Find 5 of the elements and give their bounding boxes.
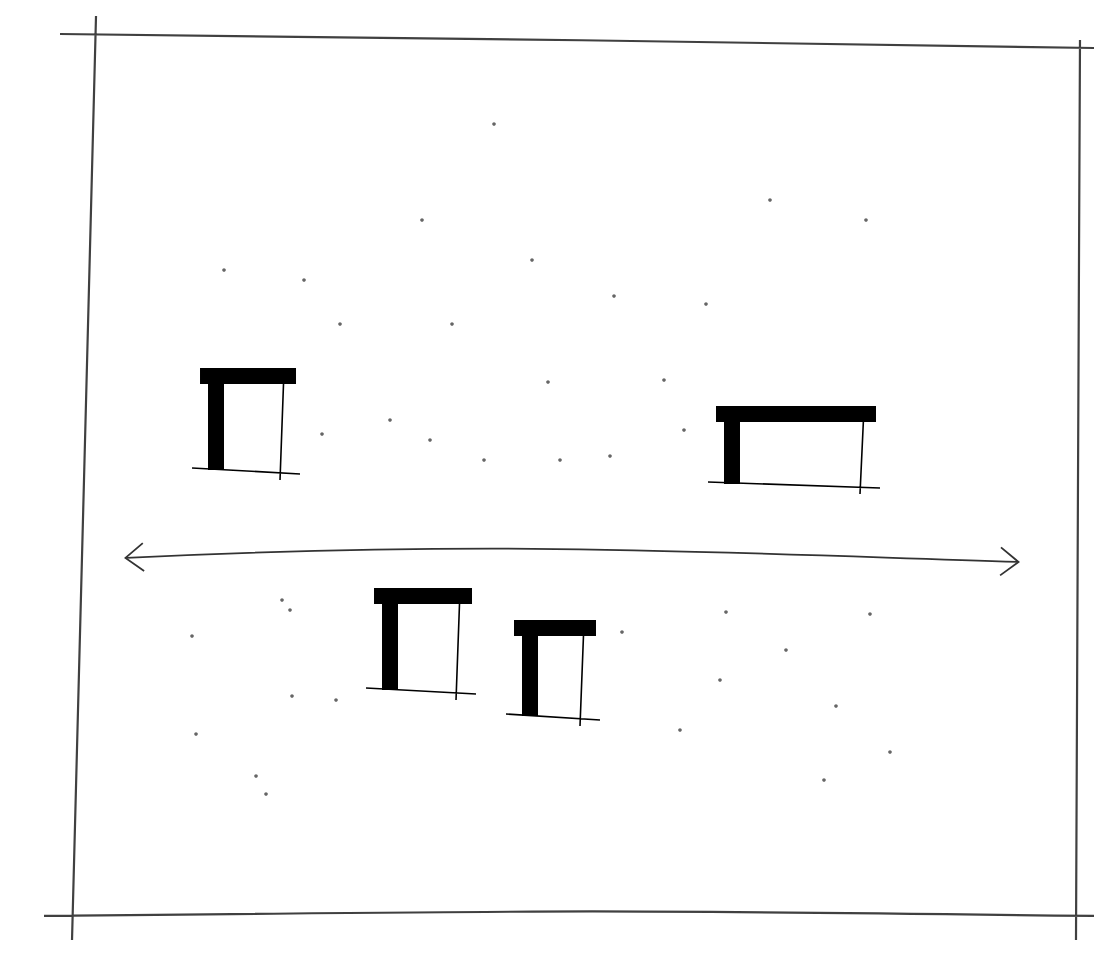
- table-drawing: [191, 368, 301, 481]
- frame-drawing: [42, 14, 1094, 942]
- table-drawing: [365, 588, 477, 701]
- table-drawing: [707, 406, 881, 495]
- table-drawing: [505, 620, 601, 727]
